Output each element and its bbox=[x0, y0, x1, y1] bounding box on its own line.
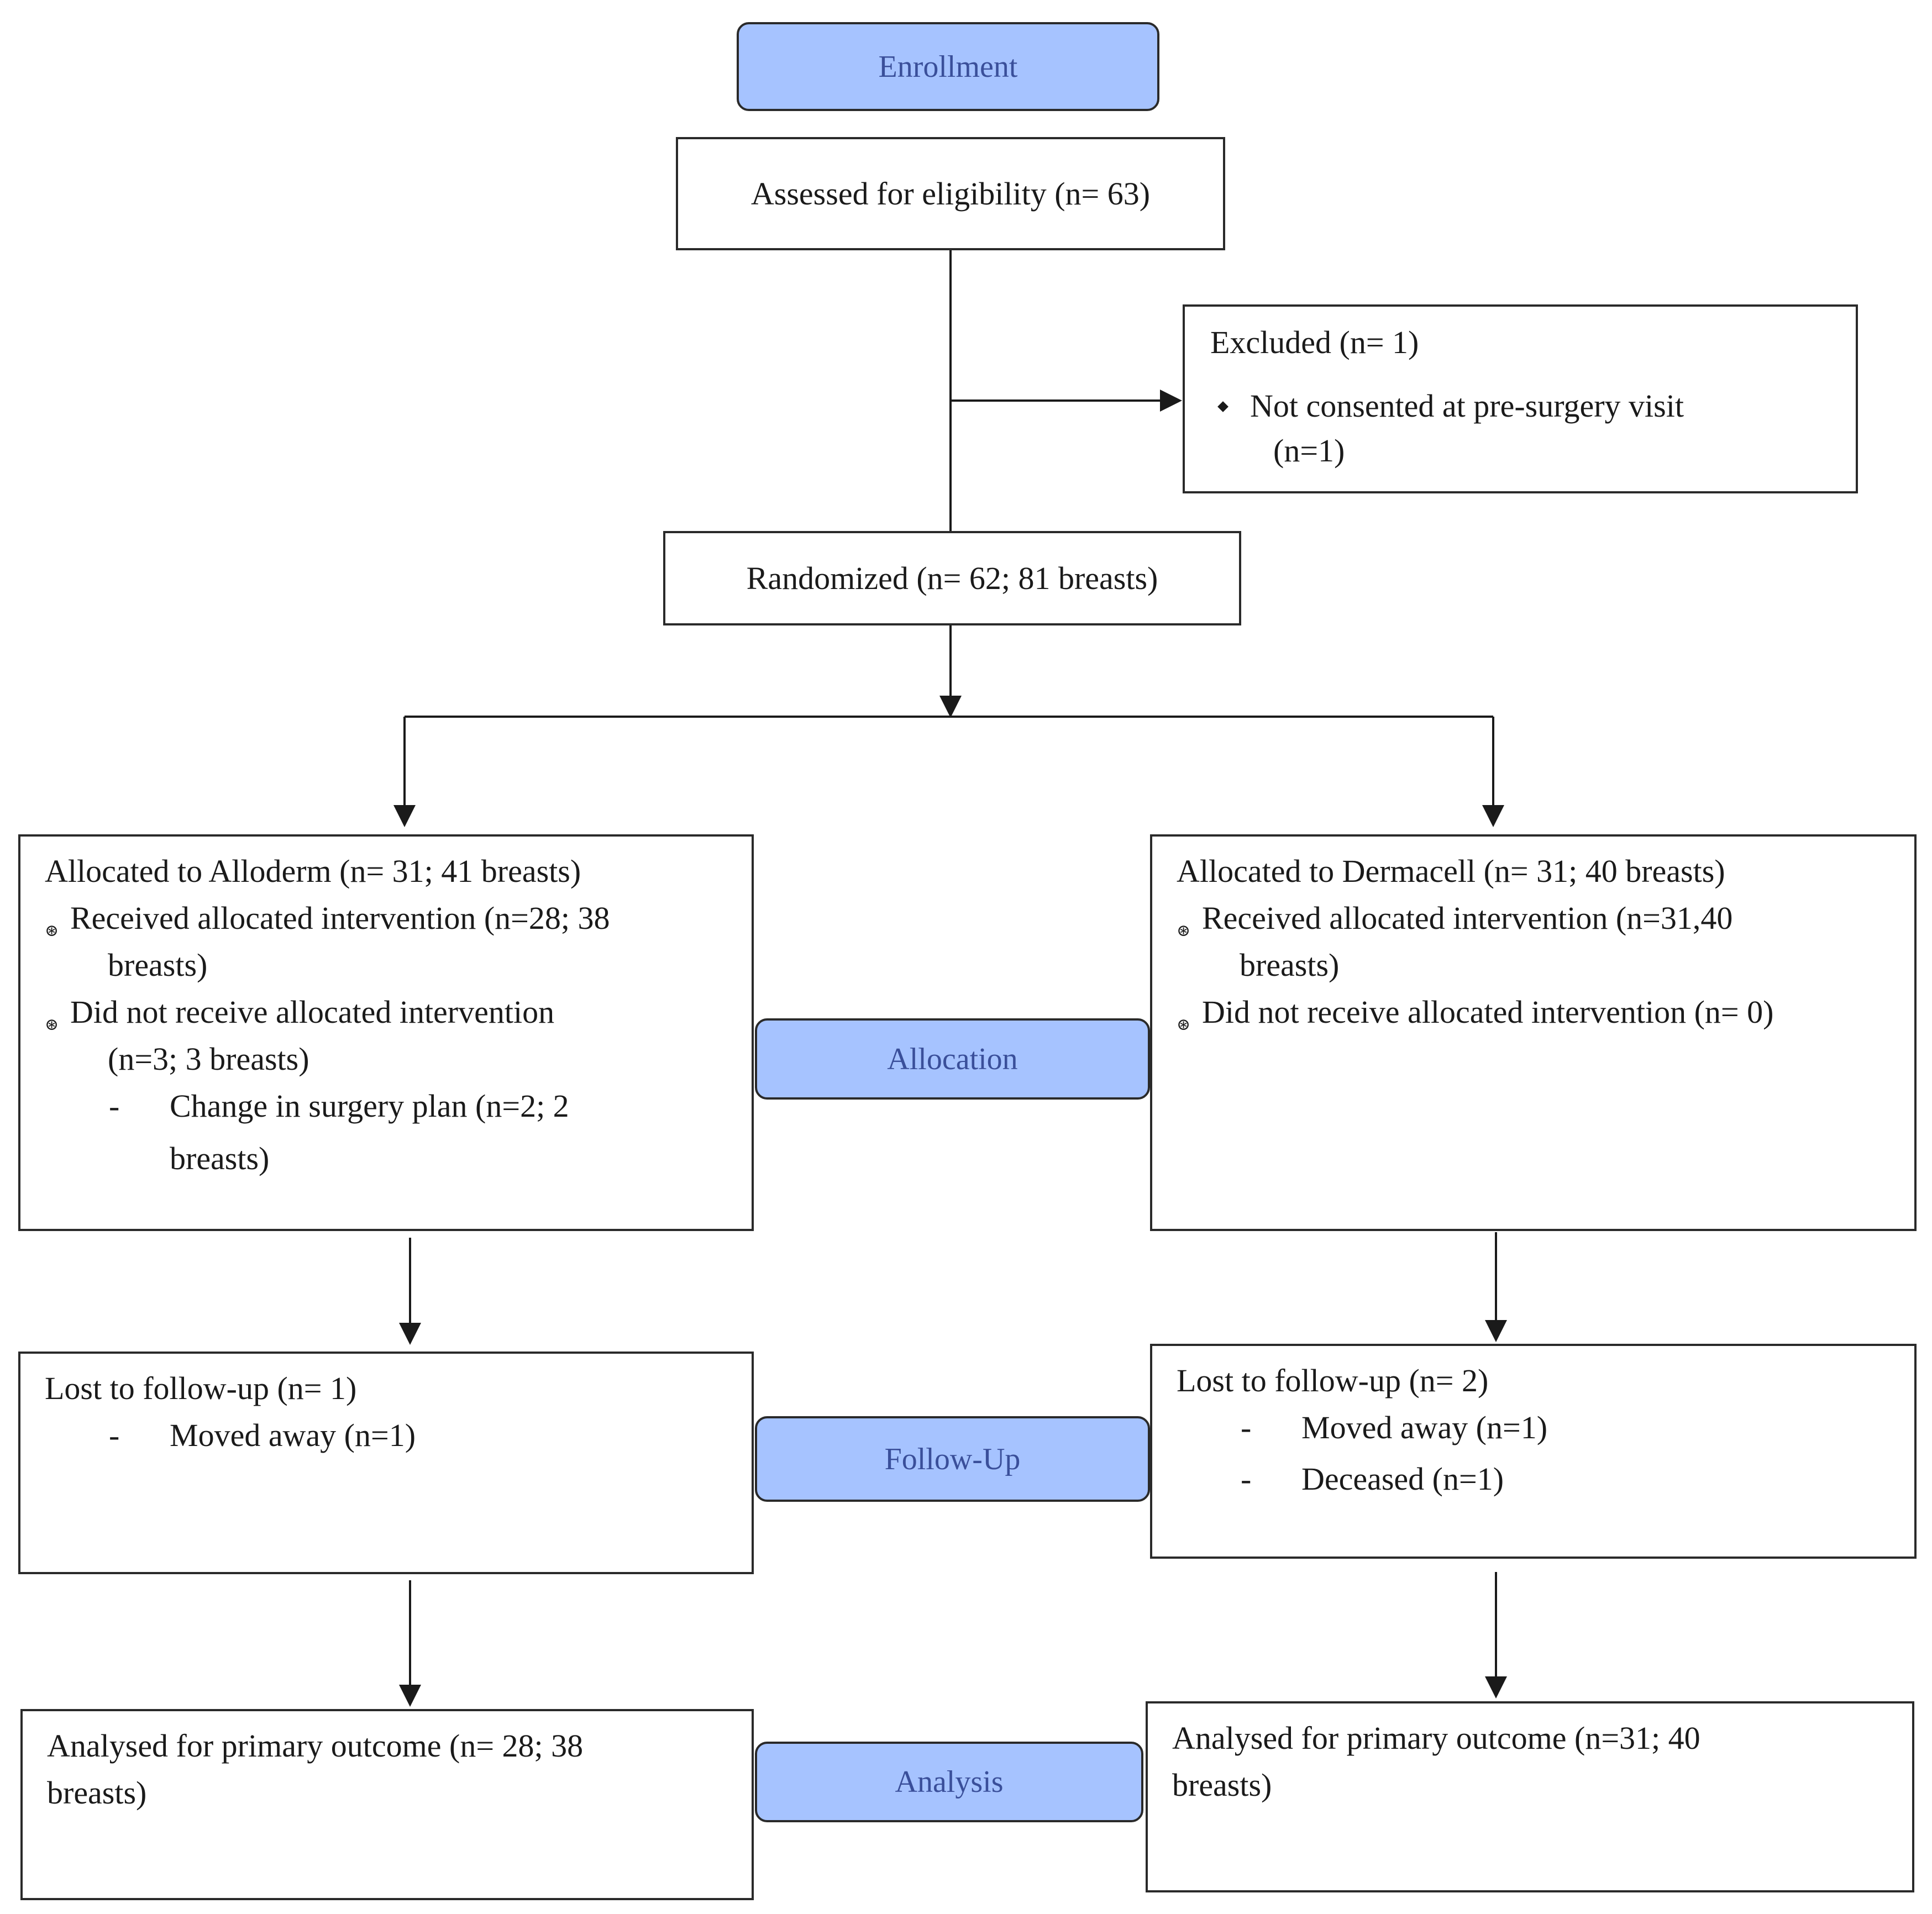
assessed-text: Assessed for eligibility (n= 63) bbox=[750, 175, 1151, 212]
lost-follow-up-right-box: Lost to follow-up (n= 2) - Moved away (n… bbox=[1150, 1344, 1917, 1559]
dermacell-title: Allocated to Dermacell (n= 31; 40 breast… bbox=[1177, 853, 1725, 889]
bullet-icon: ⊛ bbox=[45, 922, 59, 940]
lost-right-title: Lost to follow-up (n= 2) bbox=[1177, 1363, 1489, 1398]
bullet-icon: ⊛ bbox=[1177, 922, 1191, 940]
lost-left-item1: Moved away (n=1) bbox=[170, 1417, 416, 1453]
analysed-left-line2: breasts) bbox=[47, 1775, 147, 1811]
bullet-icon: ⊛ bbox=[45, 1016, 59, 1034]
alloderm-change-line1: Change in surgery plan (n=2; 2 bbox=[170, 1088, 569, 1124]
dash-bullet-icon: - bbox=[109, 1417, 120, 1453]
alloderm-not-received-line2: (n=3; 3 breasts) bbox=[108, 1041, 309, 1077]
stage-enrollment-label: Enrollment bbox=[878, 49, 1018, 84]
analysed-right-line2: breasts) bbox=[1172, 1767, 1272, 1803]
dash-bullet-icon: - bbox=[109, 1088, 120, 1124]
dermacell-allocation-box: Allocated to Dermacell (n= 31; 40 breast… bbox=[1150, 834, 1917, 1231]
bullet-icon: ⊛ bbox=[1177, 1016, 1191, 1034]
stage-enrollment: Enrollment bbox=[737, 22, 1159, 111]
randomized-text: Randomized (n= 62; 81 breasts) bbox=[746, 560, 1158, 596]
stage-allocation: Allocation bbox=[755, 1018, 1150, 1100]
excluded-reason-line1: Not consented at pre-surgery visit bbox=[1250, 388, 1684, 424]
stage-follow-up-label: Follow-Up bbox=[884, 1442, 1021, 1476]
lost-follow-up-left-box: Lost to follow-up (n= 1) - Moved away (n… bbox=[18, 1352, 754, 1574]
dash-bullet-icon: - bbox=[1241, 1461, 1252, 1497]
dermacell-not-received: Did not receive allocated intervention (… bbox=[1202, 994, 1774, 1030]
dermacell-received-line2: breasts) bbox=[1240, 947, 1340, 983]
stage-analysis-label: Analysis bbox=[895, 1765, 1004, 1799]
alloderm-received-line1: Received allocated intervention (n=28; 3… bbox=[70, 900, 610, 936]
excluded-title: Excluded (n= 1) bbox=[1210, 324, 1419, 360]
assessed-box: Assessed for eligibility (n= 63) bbox=[676, 137, 1225, 250]
diamond-bullet-icon bbox=[1217, 401, 1229, 412]
randomized-box: Randomized (n= 62; 81 breasts) bbox=[663, 531, 1241, 625]
alloderm-title: Allocated to Alloderm (n= 31; 41 breasts… bbox=[45, 853, 581, 889]
lost-right-item1: Moved away (n=1) bbox=[1301, 1410, 1548, 1445]
alloderm-allocation-box: Allocated to Alloderm (n= 31; 41 breasts… bbox=[18, 834, 754, 1231]
dermacell-received-line1: Received allocated intervention (n=31,40 bbox=[1202, 900, 1733, 936]
stage-allocation-label: Allocation bbox=[887, 1042, 1018, 1076]
alloderm-change-line2: breasts) bbox=[170, 1140, 270, 1176]
excluded-reason-line2: (n=1) bbox=[1273, 433, 1345, 469]
analysed-right-box: Analysed for primary outcome (n=31; 40 b… bbox=[1146, 1701, 1914, 1892]
lost-right-item2: Deceased (n=1) bbox=[1301, 1461, 1504, 1497]
analysed-left-box: Analysed for primary outcome (n= 28; 38 … bbox=[20, 1709, 754, 1900]
alloderm-not-received-line1: Did not receive allocated intervention bbox=[70, 994, 555, 1030]
dash-bullet-icon: - bbox=[1241, 1410, 1252, 1445]
stage-analysis: Analysis bbox=[755, 1742, 1143, 1822]
analysed-left-line1: Analysed for primary outcome (n= 28; 38 bbox=[47, 1728, 584, 1764]
analysed-right-line1: Analysed for primary outcome (n=31; 40 bbox=[1172, 1720, 1700, 1756]
lost-left-title: Lost to follow-up (n= 1) bbox=[45, 1370, 357, 1406]
stage-follow-up: Follow-Up bbox=[755, 1416, 1150, 1502]
alloderm-received-line2: breasts) bbox=[108, 947, 208, 983]
excluded-box: Excluded (n= 1) Not consented at pre-sur… bbox=[1183, 304, 1858, 493]
